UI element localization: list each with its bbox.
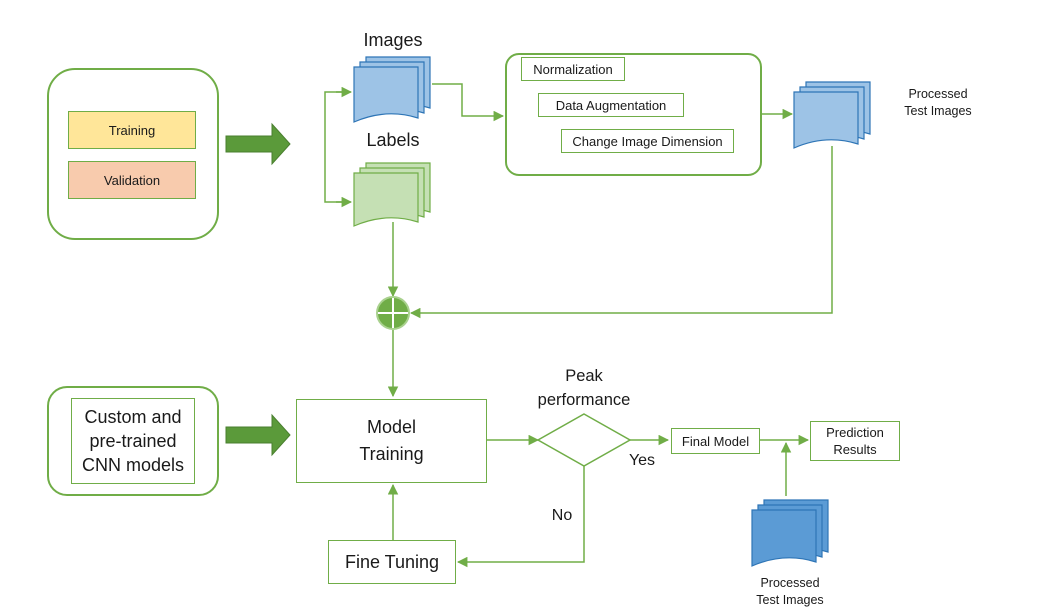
labels-title: Labels [366, 130, 420, 150]
connector-images-preproc [432, 83, 505, 122]
dataset-group [47, 68, 219, 240]
yes-label: Yes [628, 452, 656, 469]
validation-box: Validation [68, 161, 196, 199]
block-arrow-top [225, 122, 291, 166]
block-arrow-bottom [225, 413, 291, 457]
images-title: Images [363, 30, 423, 50]
labels-doc-stack-icon [353, 162, 431, 227]
prediction-results-box: Prediction Results [810, 421, 900, 461]
processed-bottom-doc-stack-icon [751, 499, 829, 567]
processed-top-label: Processed Test Images [904, 87, 972, 118]
models-box: Custom and pre-trained CNN models [71, 398, 195, 484]
processed-top-doc-stack-icon [793, 81, 871, 149]
validation-label: Validation [103, 172, 161, 188]
training-box: Training [68, 111, 196, 149]
fine-tuning-box: Fine Tuning [328, 540, 456, 584]
training-label: Training [108, 122, 156, 138]
connector-decision-finetune [456, 466, 585, 568]
connector-processed-merge [409, 146, 833, 319]
decision-diamond [536, 413, 632, 467]
connector-split [324, 91, 350, 203]
model-training-box: Model Training [296, 399, 487, 483]
final-model-box: Final Model [671, 428, 760, 454]
merge-circle-icon [376, 296, 410, 330]
images-doc-stack-icon [353, 56, 431, 123]
preproc-step-dimension: Change Image Dimension [561, 129, 734, 153]
preproc-step-augmentation: Data Augmentation [538, 93, 684, 117]
processed-bottom-label: Processed Test Images [756, 576, 824, 607]
preproc-step-normalization: Normalization [521, 57, 625, 81]
decision-label: Peak performance [537, 367, 631, 409]
no-label: No [551, 507, 573, 524]
